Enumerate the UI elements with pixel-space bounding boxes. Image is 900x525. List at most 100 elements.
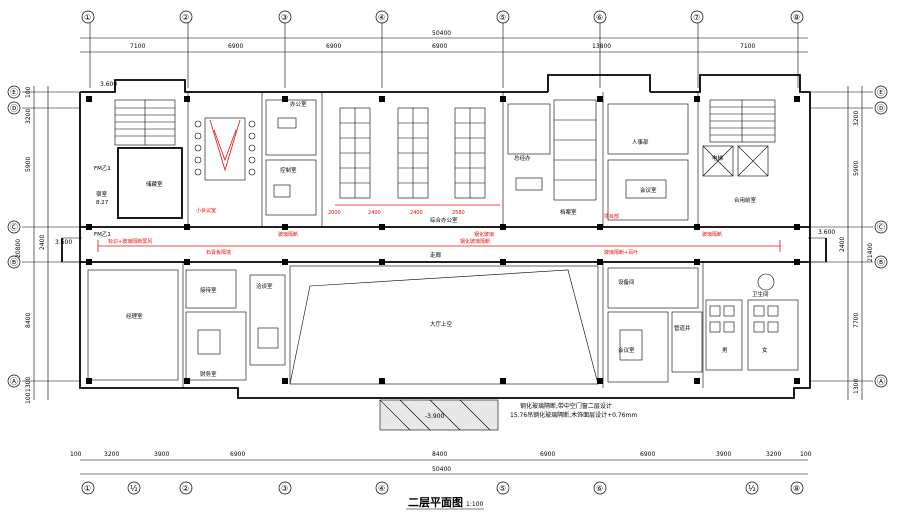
room-general-office: 综合办公室	[430, 216, 458, 224]
dim-bot-5: 8400	[432, 451, 447, 458]
dim-left-2: 3200	[25, 109, 32, 124]
dim-bot-1: 100	[70, 451, 82, 458]
room-wc-label: 卫生间	[752, 290, 769, 298]
room-big-office: 大厅上空	[430, 320, 453, 328]
grid-row-e-right: Ⓔ	[877, 88, 885, 97]
dim-bot-8: 3900	[716, 451, 731, 458]
dim-right-2: 5900	[853, 161, 860, 176]
title-main: 二层平面图	[408, 496, 463, 509]
dim-bot-7: 6900	[640, 451, 655, 458]
drawing-title: 二层平面图 1:100	[406, 496, 484, 510]
grid-bcol-9: ⑧	[793, 484, 800, 493]
zone-right-upper: 总经办 档案室 人事部 会议室 项目部	[502, 92, 689, 227]
ws-dim-3: 2400	[410, 210, 423, 216]
dim-bot-6: 6900	[540, 451, 555, 458]
corr-label-c1: 石膏板隔墙	[206, 249, 231, 256]
grid-col-6: ⑥	[596, 13, 603, 22]
room-project: 项目部	[604, 213, 619, 220]
grid-bottom: 100 3200 3900 6900 8400 6900 6900 3900 3…	[70, 451, 812, 495]
room-meeting-lower: 会议室	[618, 346, 635, 354]
grid-row-c-left: Ⓒ	[10, 223, 18, 232]
dim-top-4: 6900	[432, 43, 447, 50]
ws-dim-1: 2000	[328, 210, 341, 216]
ws-dim-2: 2400	[368, 210, 381, 216]
zone-lower-left: 经理室 接待室 财务室 洽谈室	[87, 262, 286, 388]
dim-left-5: 8400	[25, 313, 32, 328]
grid-col-7: ⑦	[693, 13, 700, 22]
room-lounge: 洽谈室	[256, 282, 273, 290]
room-lift: 电梯	[712, 154, 724, 162]
dim-bot-9: 3200	[766, 451, 781, 458]
dim-top-2: 6900	[228, 43, 243, 50]
grid-bcol-4: ③	[281, 484, 288, 493]
dim-top-6: 7100	[740, 43, 755, 50]
room-finance: 财务室	[200, 370, 217, 378]
building-walls	[61, 74, 827, 399]
grid-col-2: ②	[182, 13, 189, 22]
corr-label-c4: 玻璃隔断+百叶	[604, 249, 638, 256]
grid-bcol-2: ½	[130, 484, 138, 493]
dim-right-5: 1300	[853, 379, 860, 394]
room-fm-upper: FM乙1	[94, 165, 111, 172]
room-stair-hall: 合用前室	[734, 196, 757, 204]
room-wc-m: 男	[722, 347, 728, 354]
room-control: 控制室	[280, 166, 297, 174]
room-meeting-right: 会议室	[640, 186, 657, 194]
grid-col-1: ①	[84, 13, 91, 22]
dim-left-4: 2400	[39, 235, 46, 250]
grid-row-e-left: Ⓔ	[10, 88, 18, 97]
grid-row-b-left: Ⓑ	[10, 258, 18, 267]
grid-bcol-3: ②	[182, 484, 189, 493]
zone-office-a: 办公室 控制室	[265, 92, 323, 227]
dim-bot-3: 3900	[154, 451, 169, 458]
room-office-b: 总经办	[514, 154, 531, 162]
grid-bcol-8: ½	[748, 484, 756, 493]
dim-bot-total: 50400	[432, 466, 451, 473]
zone-atrium: 大厅上空 钢化玻璃隔断,带中空门窗二层设计 15.76吊钢化玻璃隔断,木饰面层设…	[289, 265, 637, 419]
zone-workstations: 2000 2400 2400 2580 综合办公室	[328, 107, 500, 224]
dim-right-1: 3200	[853, 111, 860, 126]
zone-lower-right: 设备间 会议室 管道井 男 女 卫生间	[602, 262, 799, 388]
room-fm-lower: FM乙1	[94, 231, 111, 238]
grid-rows: Ⓔ Ⓓ Ⓒ Ⓑ Ⓐ Ⓔ Ⓓ Ⓒ Ⓑ Ⓐ 100 3200 5900 2400 8…	[7, 85, 888, 404]
grid-bcol-6: ⑤	[499, 484, 506, 493]
dim-right-3: 2400	[839, 237, 846, 252]
corridor: 标识+玻璃隔断屏风 石膏板隔墙 玻璃隔断 钢化玻璃隔断 钢化玻璃 玻璃隔断+百叶…	[97, 231, 781, 259]
dim-top-total: 50400	[432, 30, 451, 37]
dim-left-1: 100	[25, 86, 32, 98]
dim-top-13800: 13800	[592, 43, 611, 50]
grid-row-a-left: Ⓐ	[10, 377, 18, 386]
grid-row-a-right: Ⓐ	[877, 377, 885, 386]
elev-entrance: -3.900	[425, 413, 445, 420]
corr-label-left: 标识+玻璃隔断屏风	[108, 238, 152, 245]
grid-top: ① ② ③ ④ ⑤ ⑥ ⑦ ⑧ 50400 7100 6900 6900 690…	[80, 10, 808, 88]
room-archive: 档案室	[560, 208, 577, 216]
corr-label-mid: 钢化玻璃隔断	[460, 238, 490, 245]
grid-row-d-right: Ⓓ	[877, 104, 885, 113]
ws-dim-4: 2580	[452, 210, 465, 216]
corr-label-c2: 玻璃隔断	[278, 231, 298, 238]
note-line1: 钢化玻璃隔断,带中空门窗二层设计	[520, 402, 612, 410]
room-storage: 储藏室	[146, 180, 163, 188]
dim-left-total: 20800	[15, 239, 22, 258]
entrance-canopy: -3.900	[379, 399, 499, 431]
room-mgr-right: 人事部	[632, 138, 649, 146]
grid-col-5: ⑤	[499, 13, 506, 22]
dim-right-total: 21400	[867, 243, 874, 262]
grid-col-8: ⑧	[793, 13, 800, 22]
grid-col-4: ④	[378, 13, 385, 22]
room-manager-office: 经理室	[126, 312, 143, 320]
elev-corridor-right: 3.600	[818, 229, 835, 236]
title-scale: 1:100	[466, 501, 483, 508]
room-equip: 设备间	[618, 278, 635, 286]
zone-left-upper: 储藏室 FM乙1 宿室 8.27 FM乙1 3.600 3.600	[55, 81, 183, 246]
label-meeting-small: 小会议室	[196, 207, 216, 214]
room-reception: 接待室	[200, 286, 217, 294]
room-corridor: 走廊	[430, 251, 442, 259]
dim-top-3: 6900	[326, 43, 341, 50]
note-line2: 15.76吊钢化玻璃隔断,木饰面层设计+0.76mm	[510, 411, 637, 419]
dim-bot-10: 100	[800, 451, 812, 458]
zone-meeting-room: 小会议室	[187, 92, 263, 227]
dim-left-7: 100	[25, 392, 32, 404]
corr-label-right: 玻璃隔断	[702, 231, 722, 238]
